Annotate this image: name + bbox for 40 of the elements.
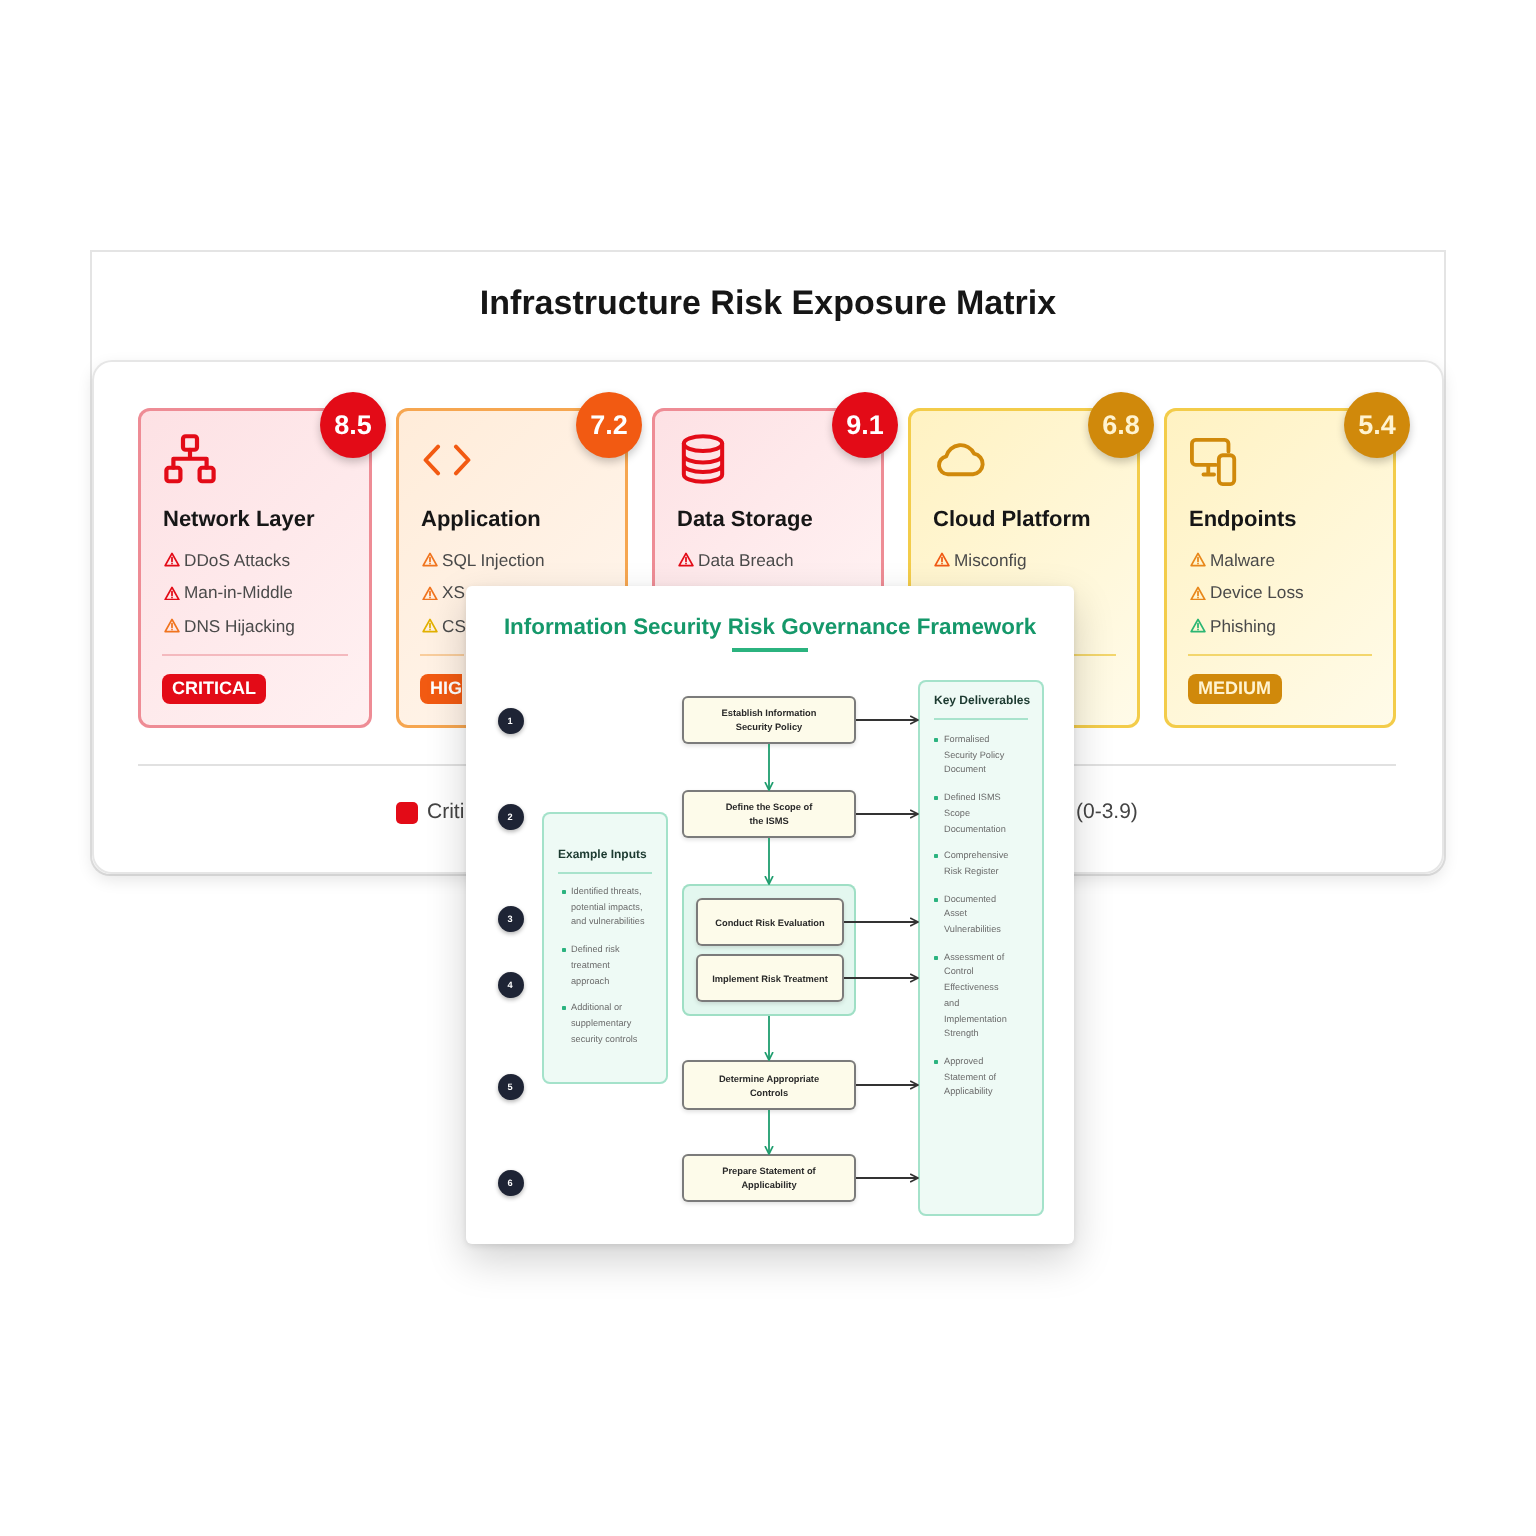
threat-item: Device Loss bbox=[1210, 580, 1304, 605]
threat-item: Data Breach bbox=[698, 548, 794, 572]
card-title: Data Storage bbox=[677, 506, 813, 534]
risk-card bbox=[138, 408, 372, 728]
arrow bbox=[855, 1080, 919, 1090]
range-label: (0-3.9) bbox=[1076, 800, 1138, 824]
process-group bbox=[682, 884, 856, 1016]
arrow bbox=[764, 1109, 774, 1155]
threat-item: DNS Hijacking bbox=[184, 613, 295, 638]
threat-item: Man-in-Middle bbox=[184, 580, 293, 605]
threat-item: Phishing bbox=[1210, 613, 1276, 638]
arrow bbox=[855, 809, 919, 819]
card-title: Network Layer bbox=[163, 506, 315, 534]
card-title: Cloud Platform bbox=[933, 506, 1091, 534]
threat-item: CS bbox=[442, 613, 466, 638]
arrow bbox=[843, 973, 919, 983]
card-title: Endpoints bbox=[1189, 506, 1297, 534]
arrow bbox=[843, 917, 919, 927]
arrow bbox=[764, 837, 774, 885]
risk-card bbox=[1164, 408, 1396, 728]
arrow bbox=[855, 1173, 919, 1183]
arrow bbox=[764, 1015, 774, 1061]
threat-item: SQL Injection bbox=[442, 548, 545, 572]
threat-item: DDoS Attacks bbox=[184, 548, 291, 572]
arrow bbox=[764, 743, 774, 791]
inputs-panel bbox=[542, 812, 668, 1084]
threat-item: Malware bbox=[1210, 548, 1275, 572]
card-title: Application bbox=[421, 506, 541, 534]
matrix-title: Infrastructure Risk Exposure Matrix bbox=[479, 282, 1057, 326]
framework-card bbox=[466, 586, 1074, 1244]
severity-badge: HIG bbox=[420, 674, 463, 704]
threat-item: XS bbox=[442, 580, 465, 605]
risk-card bbox=[652, 408, 884, 590]
threat-item: Misconfig bbox=[954, 548, 1027, 572]
legend-label: Criti bbox=[427, 800, 465, 824]
framework-title: Information Security Risk Governance Framework bbox=[503, 615, 1037, 641]
severity-badge: CRITICAL bbox=[162, 674, 266, 704]
deliverables-panel bbox=[918, 680, 1044, 1216]
severity-badge: MEDIUM bbox=[1188, 674, 1281, 704]
arrow bbox=[855, 715, 919, 725]
